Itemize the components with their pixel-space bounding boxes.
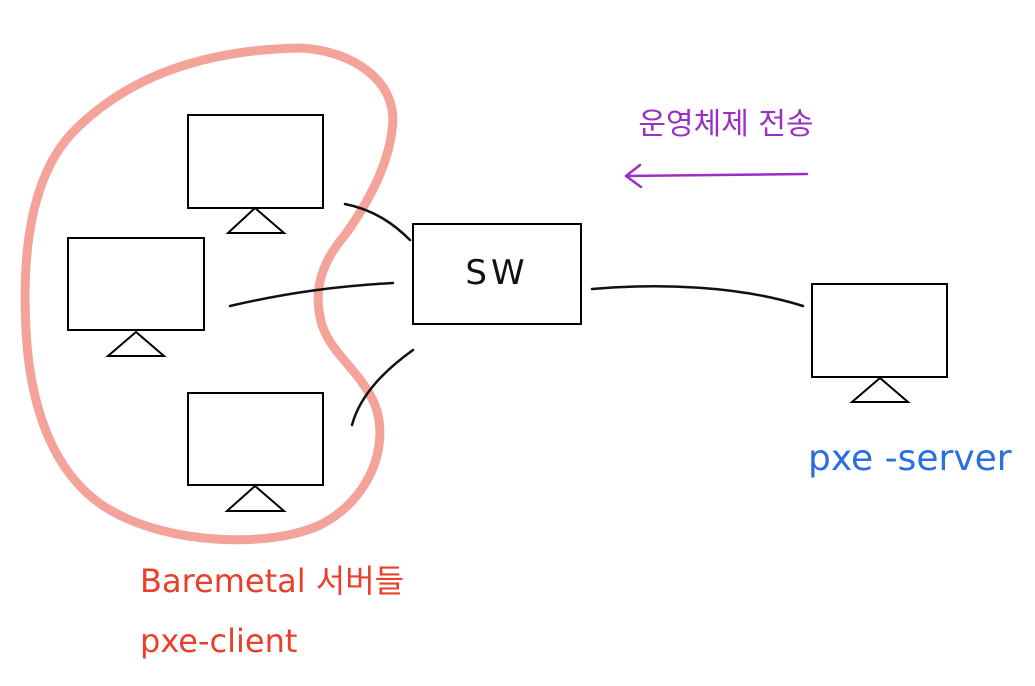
monitor-stand-icon <box>849 376 911 403</box>
client-role-label: pxe-client <box>140 622 297 660</box>
monitor-screen <box>67 237 205 331</box>
client-monitor-middle <box>67 237 205 357</box>
os-transfer-arrow <box>624 163 809 189</box>
arrow-shaft <box>624 172 809 178</box>
switch: SW <box>412 223 582 325</box>
monitor-screen <box>811 283 948 378</box>
switch-box <box>412 223 582 325</box>
link-client-bottom-switch <box>350 348 415 427</box>
client-group-label: Baremetal 서버들 <box>140 562 404 600</box>
monitor-stand-icon <box>225 206 287 234</box>
link-client-top-switch <box>343 202 412 242</box>
arrow-left-icon <box>624 163 643 189</box>
client-group-outline <box>20 43 398 545</box>
monitor-screen <box>187 114 324 209</box>
client-monitor-bottom <box>187 392 324 512</box>
monitor-stand-icon <box>224 484 287 512</box>
link-client-middle-switch <box>228 281 395 308</box>
client-monitor-top <box>187 114 324 234</box>
transfer-label: 운영체제 전송 <box>638 107 813 142</box>
switch-label: SW <box>465 253 528 293</box>
monitor-stand-icon <box>105 330 167 357</box>
link-switch-server <box>590 285 805 308</box>
server-monitor <box>811 283 948 403</box>
server-label: pxe -server <box>808 438 1012 479</box>
monitor-screen <box>187 392 324 486</box>
